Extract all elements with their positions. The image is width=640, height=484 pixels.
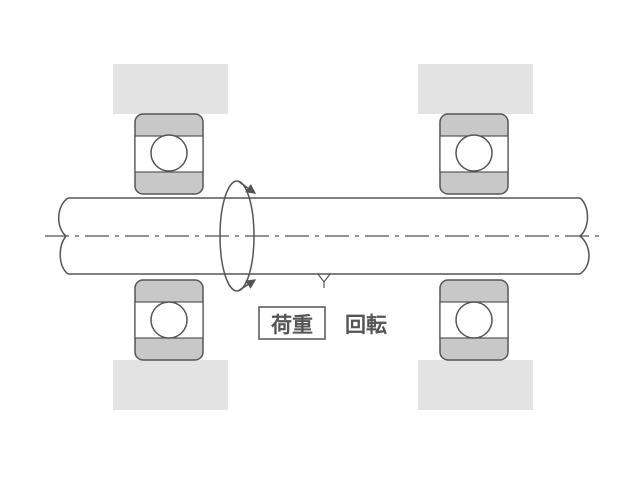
ball-top-right [455, 134, 493, 172]
bearing-bottom-right [439, 279, 509, 361]
bearing-bottom-left [134, 279, 204, 361]
housing-bottom-left [113, 360, 228, 410]
load-marker [317, 273, 331, 288]
rotation-label: 回転 [345, 313, 387, 337]
load-label: 荷重 [271, 313, 313, 337]
housing-bottom-right [418, 360, 533, 410]
ball-bottom-left [150, 301, 188, 339]
curved-rotation-arrow-icon [219, 180, 257, 292]
shaft [45, 197, 602, 275]
ball-bottom-right [455, 301, 493, 339]
housing-top-right [418, 64, 533, 114]
bearing-top-left [134, 113, 204, 195]
load-label-box [258, 306, 326, 340]
housing-top-left [113, 64, 228, 114]
ball-top-left [150, 134, 188, 172]
bearing-top-right [439, 113, 509, 195]
